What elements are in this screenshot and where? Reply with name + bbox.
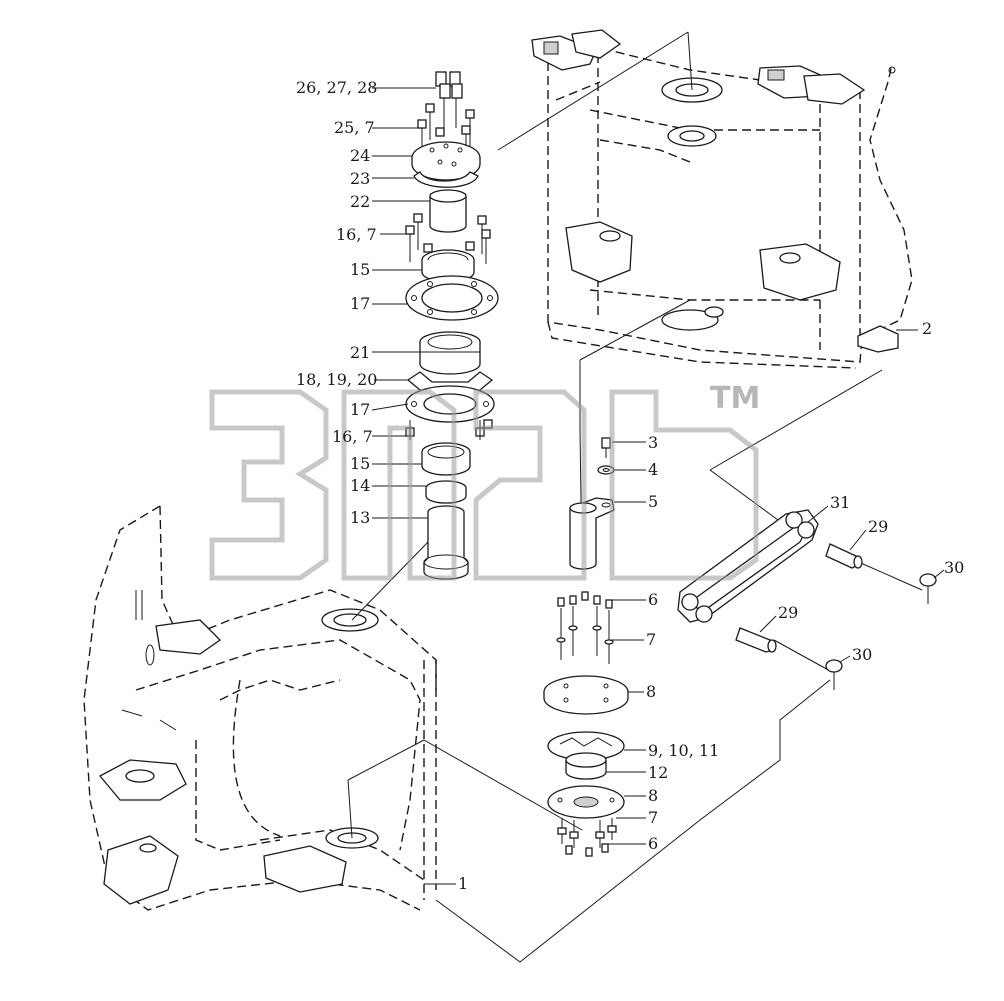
callout-25-7: 25, 7	[334, 118, 375, 137]
callout-30-left: 30	[852, 645, 872, 664]
callout-7-top: 7	[646, 630, 656, 649]
link-assembly	[677, 509, 937, 690]
callout-17-top: 17	[350, 294, 370, 313]
callout-9-10-11: 9, 10, 11	[648, 741, 719, 760]
callout-22: 22	[350, 192, 370, 211]
callout-8-bottom: 8	[648, 786, 658, 805]
callout-15-top: 15	[350, 260, 370, 279]
callout-6-bottom: 6	[648, 834, 658, 853]
callout-30-right: 30	[944, 558, 964, 577]
watermark: TM	[209, 381, 760, 581]
callout-labels: 2 26, 27, 28 25, 7 24 23 22 16, 7 15 17 …	[296, 78, 964, 893]
callout-16-7-bottom: 16, 7	[332, 427, 373, 446]
callout-7-bottom: 7	[648, 808, 658, 827]
assembly-centre-lines	[347, 31, 923, 963]
callout-18-19-20: 18, 19, 20	[296, 370, 377, 389]
callout-13: 13	[350, 508, 370, 527]
callout-15-bottom: 15	[350, 454, 370, 473]
callout-14: 14	[350, 476, 370, 495]
upper-pin-stack	[405, 71, 499, 580]
callout-4: 4	[648, 460, 658, 479]
callout-29-left: 29	[778, 603, 798, 622]
callout-24: 24	[350, 146, 370, 165]
lower-pin-stack	[543, 437, 629, 857]
callout-26-27-28: 26, 27, 28	[296, 78, 377, 97]
callout-5: 5	[648, 492, 658, 511]
callout-21: 21	[350, 343, 370, 362]
leader-lines	[371, 87, 945, 885]
callout-31: 31	[830, 493, 850, 512]
callout-1: 1	[458, 874, 468, 893]
front-frame	[83, 505, 437, 911]
callout-23: 23	[350, 169, 370, 188]
callout-12: 12	[648, 763, 668, 782]
callout-8-top: 8	[646, 682, 656, 701]
callout-2: 2	[922, 319, 932, 338]
callout-6-top: 6	[648, 590, 658, 609]
rear-frame	[531, 29, 913, 369]
callout-16-7-top: 16, 7	[336, 225, 377, 244]
trademark-mark: TM	[710, 381, 760, 416]
callout-3: 3	[648, 433, 658, 452]
callout-29-right: 29	[868, 517, 888, 536]
callout-17-bottom: 17	[350, 400, 370, 419]
